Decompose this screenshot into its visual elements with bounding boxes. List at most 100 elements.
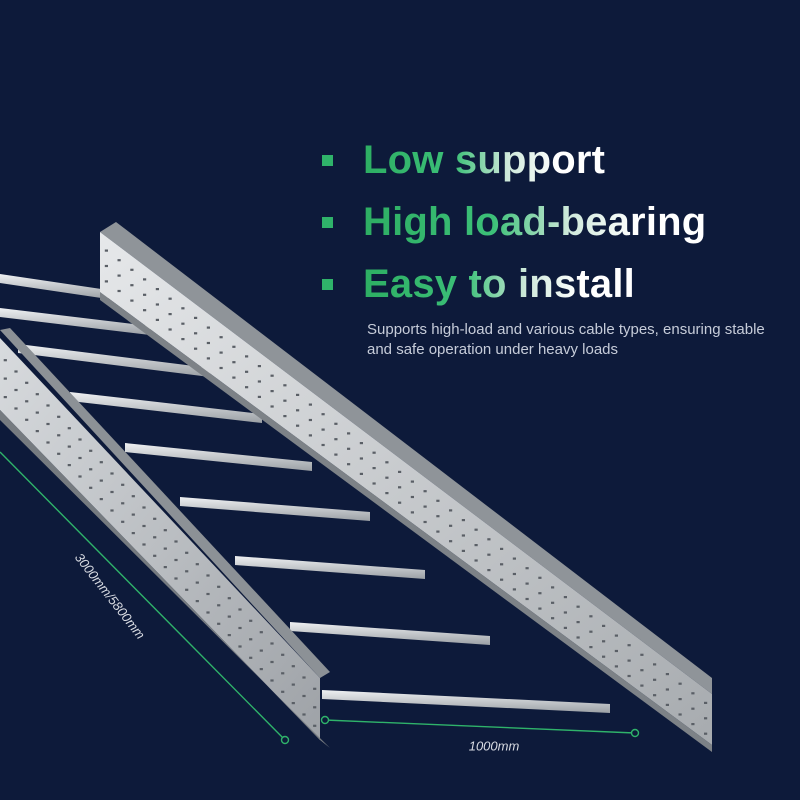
- rail-hole: [313, 724, 317, 727]
- rail-hole: [308, 418, 312, 422]
- rail-hole: [249, 619, 253, 622]
- rail-hole: [219, 336, 223, 339]
- rail-hole: [89, 486, 93, 489]
- rail-hole: [461, 534, 465, 537]
- rail-hole: [257, 380, 261, 383]
- ladder-rung: [125, 443, 312, 471]
- rail-hole: [121, 483, 125, 486]
- rail-hole: [142, 506, 146, 509]
- rail-hole: [130, 268, 134, 271]
- rail-hole: [283, 399, 287, 402]
- rail-hole: [25, 418, 29, 421]
- rail-hole: [461, 519, 465, 522]
- rail-hole: [142, 543, 146, 546]
- far-rail-holes: [104, 249, 708, 735]
- square-bullet-icon: [322, 154, 333, 166]
- rail-hole: [283, 415, 287, 418]
- ladder-rung: [0, 308, 150, 335]
- rail-hole: [174, 577, 178, 580]
- rail-hole: [143, 309, 147, 312]
- rail-hole: [46, 441, 50, 444]
- rail-hole: [153, 554, 157, 557]
- rail-hole: [238, 645, 242, 648]
- ladder-rung: [290, 622, 490, 645]
- rail-hole: [194, 347, 198, 350]
- rail-hole: [704, 701, 708, 704]
- rail-hole: [181, 307, 185, 310]
- rail-hole: [512, 557, 516, 560]
- rail-hole: [104, 280, 108, 283]
- ladder-rung: [18, 344, 210, 377]
- rail-hole: [153, 536, 157, 539]
- rail-hole: [678, 682, 682, 685]
- feature-item-low-support: Low support: [322, 130, 792, 190]
- rail-hole: [104, 264, 108, 268]
- rail-hole: [551, 617, 555, 620]
- rail-hole: [3, 359, 7, 362]
- rail-hole: [89, 468, 93, 471]
- rail-hole: [398, 501, 402, 504]
- rail-hole: [163, 547, 167, 550]
- rail-hole: [436, 499, 440, 502]
- rail-hole: [163, 529, 167, 532]
- rail-hole: [614, 634, 618, 637]
- rail-hole: [665, 703, 669, 706]
- rail-hole: [589, 646, 593, 649]
- rail-hole: [206, 341, 210, 345]
- feature-list: Low support High load-bearing Easy to in…: [322, 130, 792, 316]
- rail-hole: [195, 563, 199, 566]
- rail-hole: [14, 407, 18, 410]
- rail-hole: [232, 376, 236, 379]
- rail-hole: [227, 615, 231, 618]
- rail-hole: [449, 524, 453, 527]
- rail-hole: [614, 665, 618, 668]
- rail-hole: [500, 578, 504, 581]
- rail-hole: [372, 451, 376, 454]
- rail-hole: [259, 668, 263, 671]
- square-bullet-icon: [322, 216, 333, 228]
- rail-hole: [500, 563, 504, 566]
- rail-hole: [385, 492, 389, 495]
- rail-hole: [321, 428, 325, 431]
- rail-hole: [640, 684, 644, 687]
- rail-hole: [195, 581, 199, 584]
- rail-hole: [14, 370, 18, 373]
- rail-hole: [627, 644, 631, 647]
- ladder-rung: [70, 392, 262, 423]
- rail-hole: [410, 480, 414, 483]
- far-side-rail: [100, 222, 712, 752]
- rail-hole: [512, 588, 516, 591]
- rail-hole: [640, 669, 644, 672]
- rail-hole: [217, 604, 221, 607]
- rail-hole: [206, 326, 210, 329]
- rail-hole: [474, 544, 478, 547]
- rail-hole: [313, 706, 317, 709]
- rail-hole: [691, 723, 695, 726]
- rail-hole: [206, 574, 210, 577]
- rail-hole: [296, 424, 300, 427]
- rail-hole: [67, 445, 71, 448]
- rail-hole: [563, 596, 567, 599]
- rail-hole: [372, 467, 376, 470]
- rail-hole: [153, 517, 157, 520]
- rail-hole: [245, 355, 249, 358]
- rail-hole: [538, 607, 542, 610]
- rail-hole: [110, 472, 114, 475]
- rail-hole: [602, 640, 606, 643]
- rail-hole: [691, 692, 695, 695]
- rail-hole: [131, 513, 135, 516]
- rail-hole: [142, 524, 146, 528]
- rail-hole: [110, 490, 114, 494]
- ladder-rungs: [0, 274, 610, 713]
- feature-label: Low support: [363, 137, 606, 182]
- rail-hole: [121, 502, 125, 505]
- rail-hole: [257, 395, 261, 398]
- rail-hole: [219, 366, 223, 370]
- rail-hole: [576, 621, 580, 624]
- rail-hole: [704, 717, 708, 720]
- rail-hole: [525, 567, 529, 570]
- rail-hole: [130, 299, 134, 302]
- ladder-rung: [322, 690, 610, 713]
- rail-hole: [14, 388, 18, 392]
